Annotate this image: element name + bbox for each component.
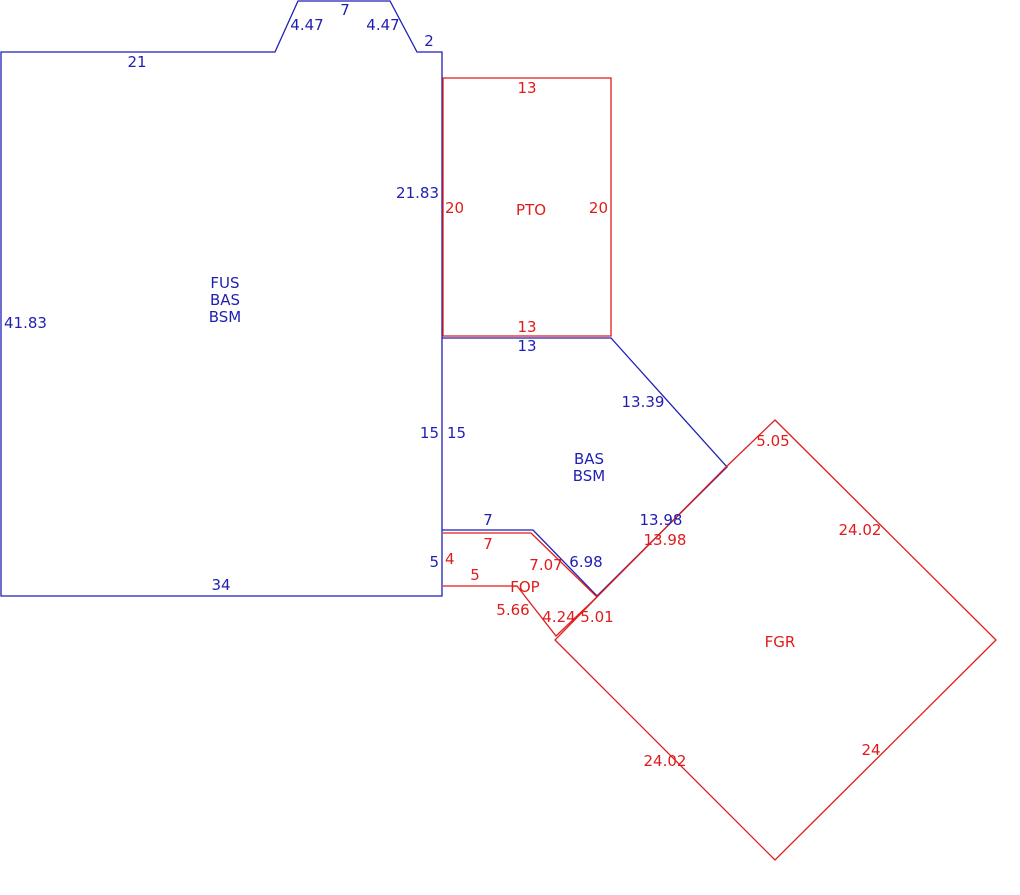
dim-fgr-diag-shared: 13.98	[644, 531, 687, 549]
dim-bas-diag: 13.39	[622, 393, 665, 411]
dim-mid-short: 5	[429, 553, 439, 571]
dim-fgr-lower-left: 24.02	[644, 752, 687, 770]
dim-fop-left: 4	[445, 550, 455, 568]
area-label-bas-2: BAS	[574, 450, 604, 468]
dim-bas-bottom-top: 7	[483, 511, 493, 529]
pto-outline	[442, 77, 612, 337]
area-label-fgr: FGR	[765, 633, 796, 651]
dim-bottom: 34	[211, 576, 230, 594]
dim-pto-top: 13	[517, 79, 536, 97]
dim-mid-lower: 15	[420, 424, 439, 442]
area-label-bsm: BSM	[209, 308, 242, 326]
dim-left-side: 41.83	[4, 314, 47, 332]
dim-mid-upper: 21.83	[396, 184, 439, 202]
dim-fop-diag: 5.66	[496, 601, 529, 619]
dim-fop-bottom: 5	[470, 566, 480, 584]
dim-bas-top: 13	[517, 337, 536, 355]
dim-top-left: 21	[127, 53, 146, 71]
area-label-fus: FUS	[210, 274, 239, 292]
dim-pto-right: 20	[589, 199, 608, 217]
fop-outline	[443, 532, 598, 637]
area-label-bas: BAS	[210, 291, 240, 309]
fgr-outline	[554, 419, 997, 861]
dim-pto-left: 20	[445, 199, 464, 217]
main-house-outline	[0, 0, 443, 597]
dim-bas-angle: 6.98	[569, 553, 602, 571]
dim-fgr-upper-right: 24.02	[839, 521, 882, 539]
area-label-fop: FOP	[510, 578, 539, 596]
dim-pto-bottom: 13	[517, 318, 536, 336]
dim-fgr-lower-right: 24	[861, 741, 880, 759]
dim-bas-diag-lower: 13.98	[640, 511, 683, 529]
dim-fop-short: 4.24	[542, 608, 575, 626]
area-label-bsm-2: BSM	[573, 467, 606, 485]
dim-bay-top: 7	[340, 1, 350, 19]
dim-bay-left: 4.47	[290, 16, 323, 34]
dim-bas-left: 15	[447, 424, 466, 442]
dim-fop-top: 7	[483, 535, 493, 553]
dim-bay-right: 4.47	[366, 16, 399, 34]
dim-fgr-link: 5.01	[580, 608, 613, 626]
dim-fop-angle: 7.07	[529, 556, 562, 574]
dim-step: 2	[424, 32, 434, 50]
dim-fgr-top: 5.05	[756, 432, 789, 450]
area-label-pto: PTO	[516, 201, 546, 219]
